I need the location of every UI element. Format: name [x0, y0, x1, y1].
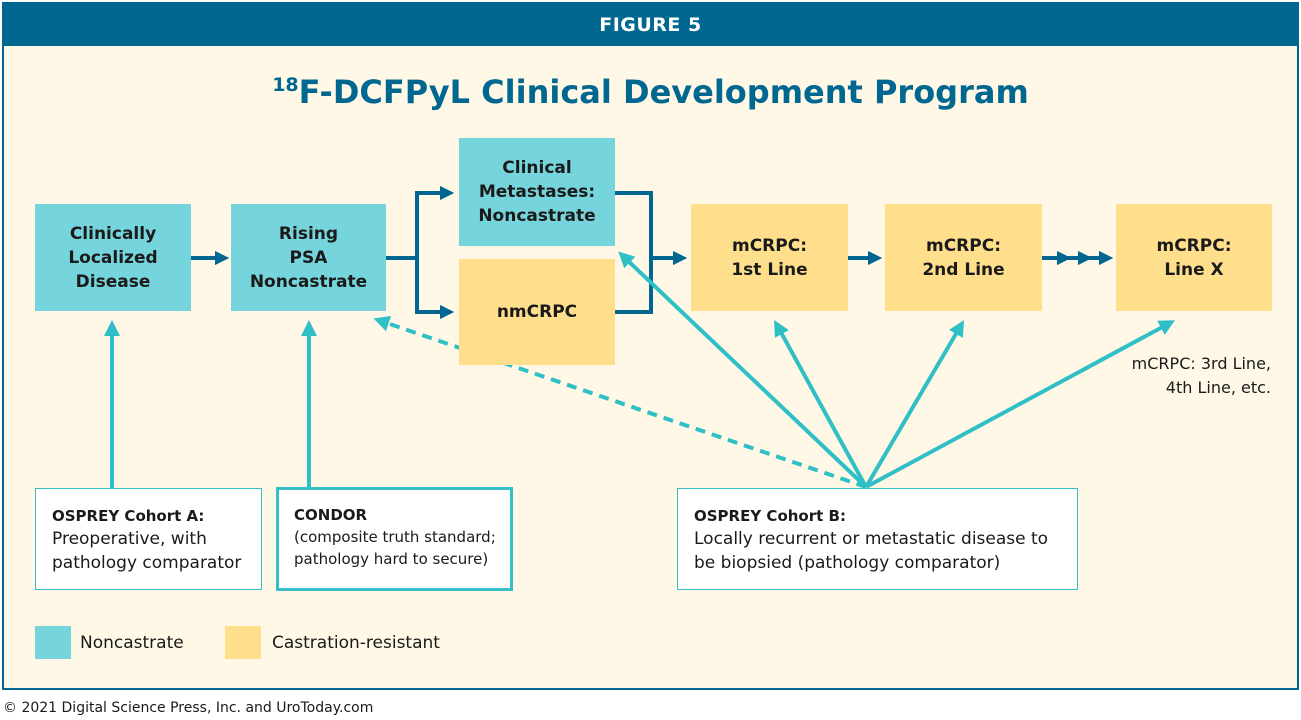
title-text: F-DCFPyL Clinical Development Program: [298, 73, 1029, 111]
cohort-osprey-a: OSPREY Cohort A: Preoperative, with path…: [35, 488, 262, 590]
title-superscript: 18: [272, 74, 299, 96]
legend-label-castration-resistant: Castration-resistant: [272, 633, 440, 653]
arrow-merge-to-1st-line: [615, 191, 680, 314]
arrow-b-to-2nd-line: [864, 320, 965, 489]
arrow-rising-to-nmcrpc: [415, 258, 455, 320]
stage-clinically-localized: Clinically Localized Disease: [35, 204, 191, 311]
figure-header: FIGURE 5: [4, 4, 1297, 46]
cohort-osprey-b-head: OSPREY Cohort B:: [694, 507, 846, 525]
arrow-b-to-line-x: [865, 320, 1176, 489]
cohort-arrows: [104, 251, 1176, 489]
arrow-b-to-rising-dashed: [373, 316, 867, 489]
stage-nmcrpc: nmCRPC: [459, 259, 615, 365]
arrow-b-to-1st-line: [774, 319, 868, 488]
note-line-1: mCRPC: 3rd Line,: [1131, 354, 1271, 373]
cohort-condor-body: (composite truth standard; pathology har…: [294, 528, 496, 568]
legend-swatch-noncastrate: [35, 626, 71, 659]
diagram-title: 18F-DCFPyL Clinical Development Program: [0, 73, 1301, 111]
figure-label: FIGURE 5: [599, 14, 702, 36]
stage-clinical-metastases: Clinical Metastases: Noncastrate: [459, 138, 615, 246]
flow-arrows: [191, 185, 1114, 320]
note-line-2: 4th Line, etc.: [1165, 378, 1271, 397]
stage-mcrpc-1st-line: mCRPC: 1st Line: [691, 204, 848, 311]
cohort-osprey-a-body: Preoperative, with pathology comparator: [52, 529, 242, 573]
copyright-footer: © 2021 Digital Science Press, Inc. and U…: [3, 700, 374, 716]
legend-label-noncastrate: Noncastrate: [80, 633, 184, 653]
legend-swatch-castration-resistant: [225, 626, 261, 659]
cohort-osprey-a-head: OSPREY Cohort A:: [52, 507, 205, 525]
cohort-condor-head: CONDOR: [294, 506, 368, 524]
stage-rising-psa: Rising PSA Noncastrate: [231, 204, 386, 311]
cohort-osprey-b-body: Locally recurrent or metastatic disease …: [694, 529, 1049, 573]
stage-mcrpc-line-x: mCRPC: Line X: [1116, 204, 1272, 311]
stage-mcrpc-2nd-line: mCRPC: 2nd Line: [885, 204, 1042, 311]
arrow-b-to-metastases: [618, 251, 868, 489]
line-x-note: mCRPC: 3rd Line, 4th Line, etc.: [1132, 352, 1271, 400]
cohort-osprey-b: OSPREY Cohort B: Locally recurrent or me…: [677, 488, 1078, 590]
arrow-rising-branch: [386, 185, 455, 260]
cohort-condor: CONDOR (composite truth standard; pathol…: [276, 487, 513, 591]
